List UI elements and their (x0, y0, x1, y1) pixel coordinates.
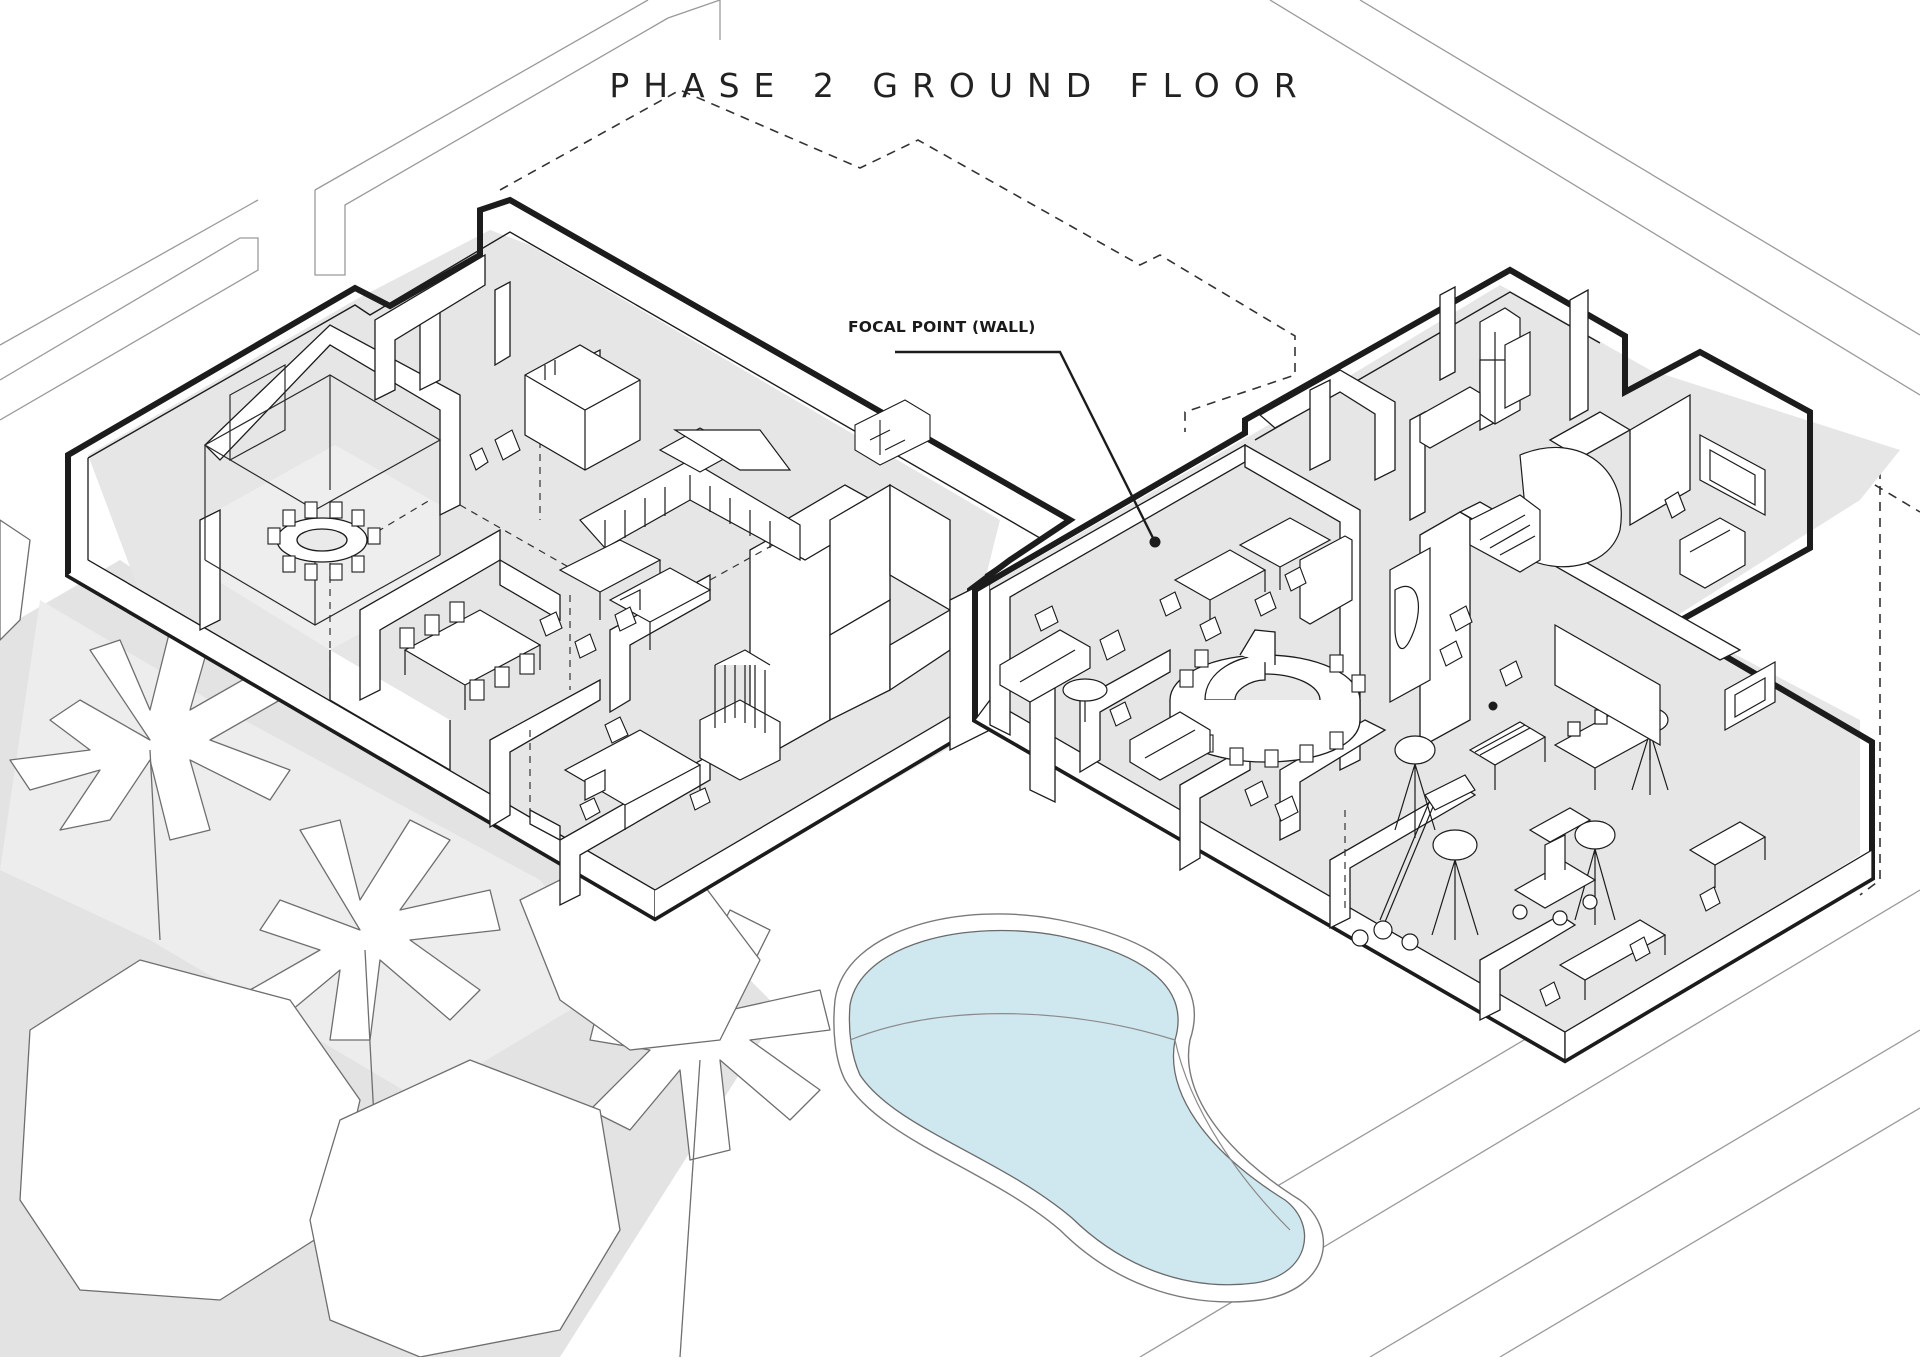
staircase-icon (1469, 446, 1622, 573)
equipment-table (1553, 709, 1652, 790)
display-panel (1389, 546, 1431, 704)
left-wing (65, 196, 1076, 922)
drawing-title: PHASE 2 GROUND FLOOR (609, 66, 1311, 105)
round-table-icon (1169, 629, 1361, 763)
desk-icon (524, 344, 641, 471)
chair-icon (539, 606, 637, 659)
right-boundary-line (1269, 0, 1920, 396)
desk-icon (1528, 807, 1767, 1000)
desk-icon (563, 729, 702, 830)
camera-dolly (1512, 834, 1598, 926)
focal-point-leader (895, 350, 1161, 548)
chair-icon (399, 601, 535, 701)
bathroom (1664, 433, 1766, 589)
bush-shape (0, 519, 31, 641)
piano-icon (1468, 721, 1547, 790)
pool-icon (833, 913, 1324, 1303)
chair-icon (267, 501, 381, 581)
kitchen-icon (1419, 307, 1531, 449)
conference-room (203, 363, 442, 626)
desk-icon (403, 609, 542, 710)
sofa-icon (999, 629, 1211, 781)
chair-icon (579, 716, 711, 821)
road-edge-line (1499, 1107, 1920, 1358)
chair-icon (1034, 605, 1299, 822)
chair-icon (1439, 605, 1523, 687)
desk-icon (1173, 517, 1353, 625)
marker-dot (1488, 701, 1498, 711)
focal-point-label: FOCAL POINT (WALL) (848, 318, 1036, 336)
backdrop-wall (1554, 623, 1661, 747)
shelf-unit (699, 649, 781, 781)
bush-shape (309, 1059, 621, 1358)
camera-crane-icon (1351, 774, 1476, 951)
chair-icon (1539, 886, 1721, 1007)
chair-icon (469, 429, 521, 471)
tripod-light-icon (1394, 735, 1436, 838)
staircase-icon (579, 427, 801, 562)
vanity-unit (1724, 660, 1776, 732)
tripod-light-icon (1431, 829, 1479, 940)
chair-icon (1159, 566, 1307, 642)
left-boundary-wall (0, 237, 259, 421)
sofa-icon (854, 399, 931, 466)
desk-icon (558, 539, 712, 650)
right-wing (972, 266, 1900, 1064)
rear-boundary-wall (314, 0, 649, 191)
palm-trees (0, 519, 831, 1358)
round-table-icon (276, 517, 368, 563)
tripod-light-icon (1574, 820, 1616, 925)
